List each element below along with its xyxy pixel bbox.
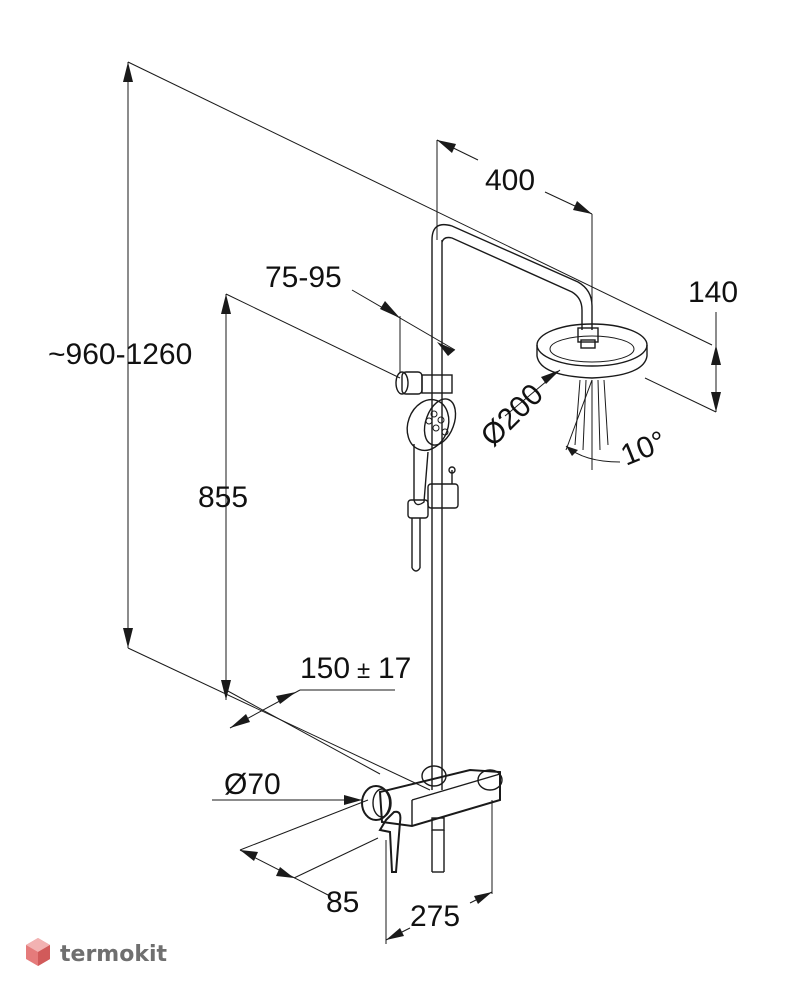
watermark-brand: termokit: [60, 942, 167, 967]
label-holder-height: 855: [198, 481, 248, 514]
dimension-holder-range: [351, 289, 456, 372]
hose: [411, 518, 421, 572]
label-head-angle: 10°: [616, 425, 670, 473]
label-holder-range: 75-95: [265, 261, 342, 294]
label-mixer-depth: 275: [410, 900, 460, 933]
mixer-body: [378, 765, 503, 828]
label-escutcheon-diameter: Ø70: [224, 768, 281, 801]
overhead-arm: [431, 223, 593, 330]
rain-shower-head: [536, 323, 648, 379]
label-connection-spacing: 150: [300, 652, 350, 685]
dimension-wall-offset: [239, 799, 379, 897]
dimension-head-angle: [565, 379, 621, 470]
dimension-mixer-depth: [385, 800, 493, 944]
termokit-logo: termokit: [26, 938, 167, 967]
label-head-diameter: Ø200: [475, 378, 550, 453]
label-connection-tolerance-sign: ±: [357, 657, 370, 684]
label-head-drop: 140: [688, 276, 738, 309]
label-connection-tolerance-value: 17: [378, 652, 411, 685]
dimension-head-drop: [644, 312, 721, 413]
mixer-lever: [378, 810, 402, 873]
riser-pipe: [431, 240, 443, 790]
lower-outlet: [431, 817, 445, 873]
escutcheon-left: [361, 785, 392, 821]
label-rail-width: 400: [485, 164, 535, 197]
upper-wall-holder: [395, 371, 453, 395]
label-total-height: ~960-1260: [48, 338, 192, 371]
dimension-escutcheon-diameter: [212, 795, 362, 805]
hand-shower-slider: [407, 466, 459, 519]
label-wall-offset: 85: [326, 886, 359, 919]
hand-shower: [406, 398, 457, 506]
dimension-rail-width: [436, 139, 593, 330]
dimension-total-height: [123, 61, 713, 791]
hexagon-icon: [26, 938, 50, 966]
dimension-connection-spacing: [225, 689, 395, 775]
spray-shading: [574, 379, 609, 455]
dimension-head-diameter: [504, 369, 561, 417]
